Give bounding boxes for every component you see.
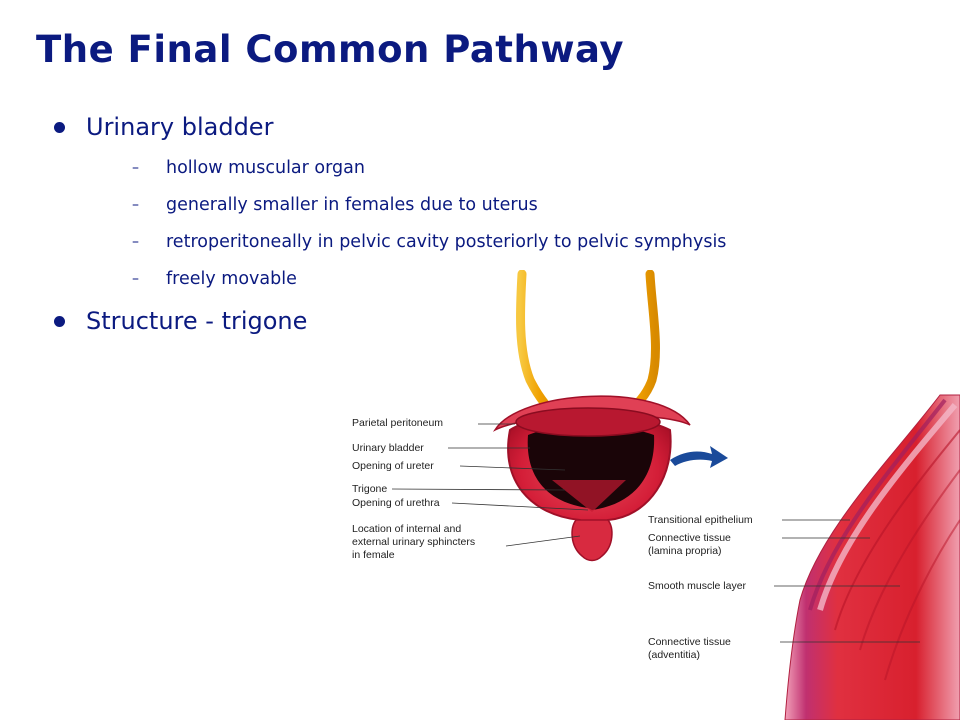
sub-bullet-text: generally smaller in females due to uter…: [166, 195, 538, 215]
bullet-urinary-bladder: Urinary bladder – hollow muscular organ …: [48, 110, 948, 298]
trigone: [552, 480, 626, 512]
bullet-dot-icon: [54, 122, 65, 133]
bullet-text: Structure - trigone: [86, 307, 308, 335]
label-sphincter-line-1: Location of internal and: [352, 523, 462, 535]
dash-marker: –: [132, 197, 139, 213]
bladder-lumen: [527, 425, 655, 510]
bladder-diagram: Parietal peritoneum Urinary bladder Open…: [330, 270, 960, 720]
right-leader-lines: [774, 519, 920, 643]
label-trigone: Trigone: [352, 483, 388, 495]
dash-marker: –: [132, 271, 139, 287]
label-connective-tissue: Connective tissue: [648, 532, 731, 544]
bullet-structure-trigone: Structure - trigone: [48, 304, 948, 338]
sub-bullet-text: hollow muscular organ: [166, 158, 365, 178]
sub-bullet: – freely movable: [86, 261, 948, 298]
label-opening-of-urethra: Opening of urethra: [352, 497, 440, 509]
ureter-left: [515, 270, 565, 425]
sub-bullet: – generally smaller in females due to ut…: [86, 187, 948, 224]
label-sphincter-line-2: external urinary sphincters: [352, 536, 476, 548]
bullet-text: Urinary bladder: [86, 113, 274, 141]
urethra-sphincter: [571, 519, 613, 562]
dash-marker: –: [132, 160, 139, 176]
sub-bullet: – hollow muscular organ: [86, 150, 948, 187]
label-opening-of-ureter: Opening of ureter: [352, 460, 434, 472]
bladder-wall-section: [784, 394, 960, 720]
label-transitional-epithelium: Transitional epithelium: [648, 514, 753, 526]
slide-title: The Final Common Pathway: [36, 28, 624, 71]
label-adventitia: (adventitia): [648, 649, 700, 661]
dash-marker: –: [132, 234, 139, 250]
bullet-dot-icon: [54, 316, 65, 327]
label-smooth-muscle-layer: Smooth muscle layer: [648, 580, 747, 592]
sub-bullet-text: retroperitoneally in pelvic cavity poste…: [166, 232, 727, 252]
bullet-list: Urinary bladder – hollow muscular organ …: [48, 110, 948, 338]
label-urinary-bladder: Urinary bladder: [352, 442, 424, 454]
label-parietal-peritoneum: Parietal peritoneum: [352, 417, 444, 429]
label-sphincter-line-3: in female: [352, 549, 395, 561]
label-lamina-propria: (lamina propria): [648, 545, 722, 557]
left-leader-lines: [391, 423, 589, 547]
label-connective-tissue-adventitia: Connective tissue: [648, 636, 731, 648]
magnify-arrow-icon: [670, 446, 728, 468]
bladder-illustration: [391, 270, 960, 720]
sub-bullet-text: freely movable: [166, 269, 297, 289]
sub-bullet: – retroperitoneally in pelvic cavity pos…: [86, 224, 948, 261]
sub-bullet-list: – hollow muscular organ – generally smal…: [86, 150, 948, 298]
